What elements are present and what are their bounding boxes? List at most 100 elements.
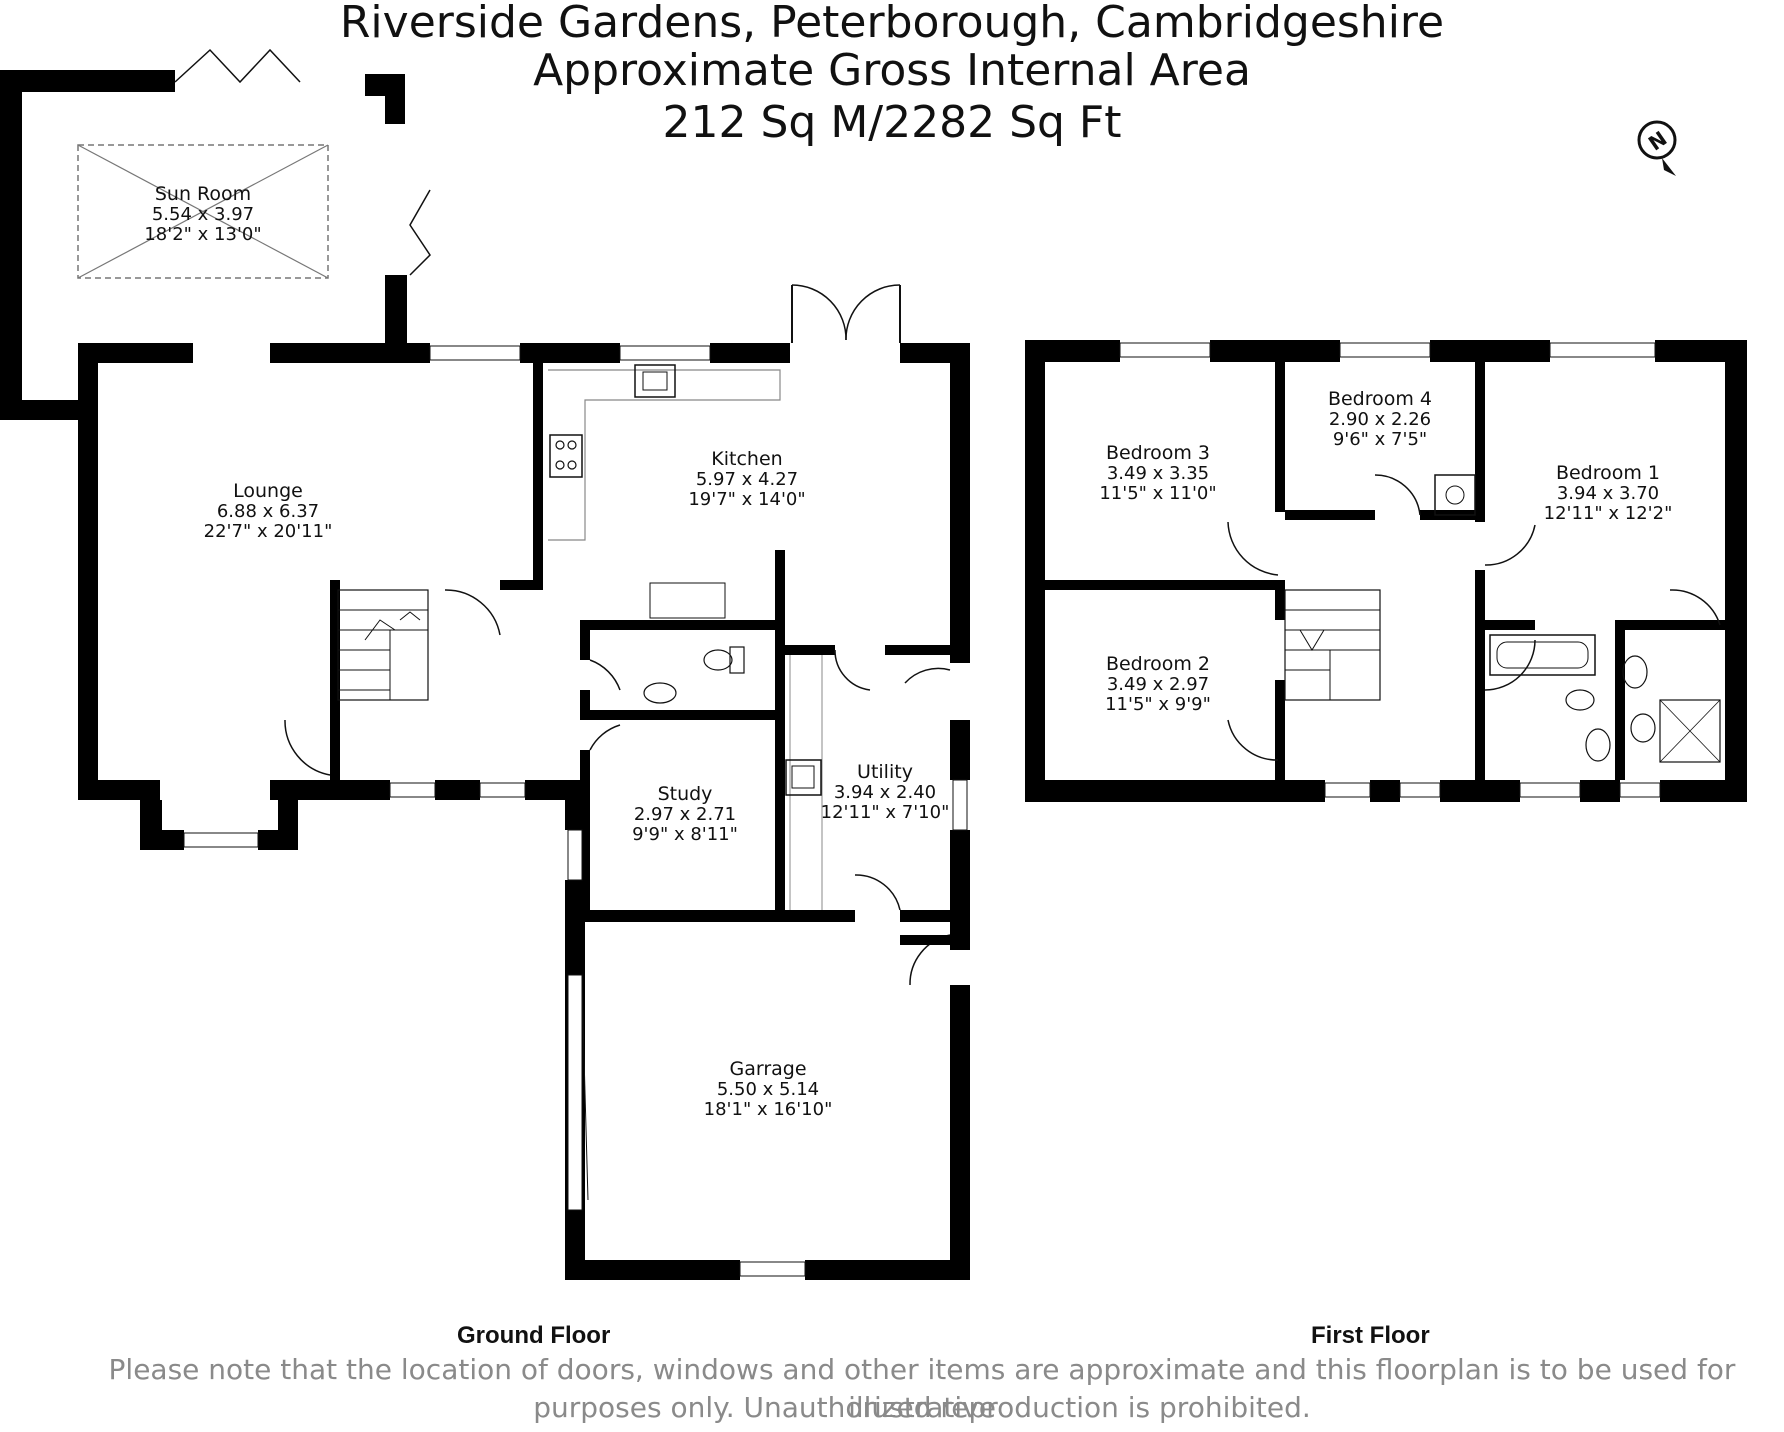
wall: [1275, 580, 1285, 620]
wall: [900, 935, 950, 945]
room-garrage: Garrage 5.50 x 5.14 18'1" x 16'10": [704, 1058, 833, 1120]
title-line-2: Approximate Gross Internal Area: [533, 45, 1251, 96]
wall: [270, 343, 430, 363]
wall: [435, 780, 480, 800]
wall: [78, 343, 98, 783]
wall: [1370, 780, 1400, 802]
disclaimer-line-1: Please note that the location of doors, …: [108, 1353, 1736, 1424]
wall: [805, 1260, 970, 1280]
room-study: Study 2.97 x 2.71 9'9" x 8'11": [632, 783, 738, 845]
wall: [1615, 620, 1725, 630]
wall: [330, 580, 340, 780]
wall: [500, 580, 543, 590]
wall: [1485, 620, 1535, 630]
room-name: Lounge: [233, 480, 303, 502]
north-arrow-icon: N: [1637, 120, 1677, 176]
room-imperial: 19'7" x 14'0": [688, 489, 805, 510]
wall: [1285, 510, 1375, 520]
room-name: Bedroom 3: [1106, 442, 1210, 464]
wall: [0, 70, 175, 92]
room-imperial: 9'9" x 8'11": [632, 824, 738, 845]
wall: [78, 780, 160, 800]
room-metric: 5.54 x 3.97: [152, 204, 254, 225]
room-bedroom-1: Bedroom 1 3.94 x 3.70 12'11" x 12'2": [1544, 462, 1673, 524]
wall: [1045, 580, 1275, 590]
wall: [520, 343, 620, 363]
wall: [900, 910, 970, 922]
room-imperial: 18'1" x 16'10": [704, 1099, 833, 1120]
room-imperial: 12'11" x 7'10": [821, 802, 950, 823]
title-line-1: Riverside Gardens, Peterborough, Cambrid…: [339, 0, 1445, 48]
room-imperial: 12'11" x 12'2": [1544, 503, 1673, 524]
title-line-3: 212 Sq M/2282 Sq Ft: [662, 97, 1122, 148]
wall: [0, 70, 22, 420]
room-metric: 5.97 x 4.27: [696, 469, 798, 490]
wall: [140, 830, 184, 850]
first-floor-label: First Floor: [1311, 1322, 1430, 1349]
room-name: Garrage: [729, 1058, 806, 1080]
wall: [533, 363, 543, 588]
room-bedroom-4: Bedroom 4 2.90 x 2.26 9'6" x 7'5": [1328, 388, 1432, 450]
room-metric: 3.94 x 2.40: [834, 782, 936, 803]
room-lounge: Lounge 6.88 x 6.37 22'7" x 20'11": [204, 480, 333, 542]
wall: [270, 780, 390, 800]
wall: [775, 550, 785, 910]
wall: [775, 645, 835, 655]
wall: [1440, 780, 1520, 802]
wall: [565, 780, 585, 830]
wall: [710, 343, 790, 363]
wall: [565, 910, 855, 922]
room-bedroom-2: Bedroom 2 3.49 x 2.97 11'5" x 9'9": [1105, 653, 1211, 715]
compass-letter: N: [1644, 126, 1671, 155]
wall: [1210, 340, 1340, 362]
room-metric: 2.97 x 2.71: [634, 804, 736, 825]
room-bedroom-3: Bedroom 3 3.49 x 3.35 11'5" x 11'0": [1099, 442, 1216, 504]
wall: [385, 275, 407, 355]
wall: [1025, 340, 1120, 362]
wall: [1580, 780, 1620, 802]
wall: [1615, 620, 1625, 780]
room-name: Bedroom 1: [1556, 462, 1660, 484]
wall: [1275, 362, 1285, 512]
wall: [950, 343, 970, 663]
room-name: Bedroom 2: [1106, 653, 1210, 675]
room-name: Sun Room: [155, 183, 251, 205]
room-metric: 6.88 x 6.37: [217, 501, 319, 522]
wall: [1655, 340, 1745, 362]
room-imperial: 9'6" x 7'5": [1333, 429, 1427, 450]
wall: [950, 985, 970, 1275]
wall: [580, 620, 785, 630]
disclaimer-line-2: purposes only. Unauthorized reproduction…: [533, 1391, 1311, 1424]
wall: [0, 400, 80, 420]
room-name: Kitchen: [711, 448, 782, 470]
wall: [580, 710, 785, 720]
first-floor-plan: [1025, 340, 1747, 802]
room-sun-room: Sun Room 5.54 x 3.97 18'2" x 13'0": [144, 183, 261, 245]
room-metric: 5.50 x 5.14: [717, 1079, 819, 1100]
room-name: Utility: [857, 761, 913, 783]
wall: [385, 74, 405, 124]
room-metric: 2.90 x 2.26: [1329, 409, 1431, 430]
room-utility: Utility 3.94 x 2.40 12'11" x 7'10": [821, 761, 950, 823]
room-name: Bedroom 4: [1328, 388, 1432, 410]
wall: [580, 620, 590, 660]
wall: [1660, 780, 1747, 802]
room-metric: 3.49 x 2.97: [1107, 674, 1209, 695]
wall: [1025, 780, 1325, 802]
room-imperial: 11'5" x 9'9": [1105, 694, 1211, 715]
wall: [1475, 362, 1485, 522]
room-imperial: 11'5" x 11'0": [1099, 483, 1216, 504]
wall: [1275, 680, 1285, 780]
wall: [885, 645, 965, 655]
room-imperial: 18'2" x 13'0": [144, 224, 261, 245]
wall: [950, 830, 970, 950]
wall: [565, 1260, 740, 1280]
room-metric: 3.94 x 3.70: [1557, 483, 1659, 504]
wall: [950, 720, 970, 780]
wall: [580, 690, 590, 720]
room-metric: 3.49 x 3.35: [1107, 463, 1209, 484]
wall: [1430, 340, 1550, 362]
room-kitchen: Kitchen 5.97 x 4.27 19'7" x 14'0": [688, 448, 805, 510]
wall: [78, 343, 193, 363]
